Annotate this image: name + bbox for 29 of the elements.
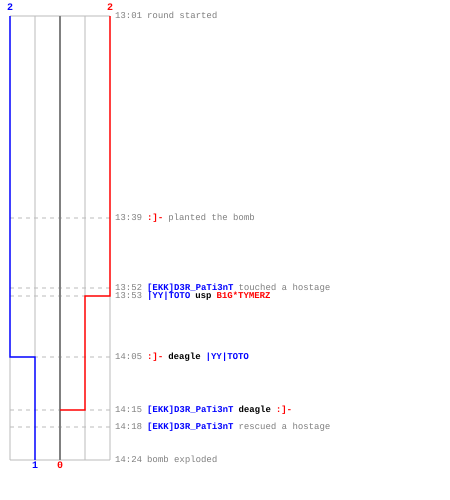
event-text: planted the bomb xyxy=(168,213,255,223)
timestamp: 13:53 xyxy=(115,291,142,301)
weapon-name: usp xyxy=(195,291,212,301)
timestamp: 13:01 xyxy=(115,11,142,21)
player-name: [EKK]D3R_PaTi3nT xyxy=(147,283,234,293)
player-name: [EKK]D3R_PaTi3nT xyxy=(147,422,234,432)
timestamp: 14:18 xyxy=(115,422,142,432)
player-name: :]- xyxy=(276,405,292,415)
player-name: :]- xyxy=(147,352,164,362)
timestamp: 14:24 xyxy=(115,455,142,465)
timestamp: 13:39 xyxy=(115,213,142,223)
event-text: round started xyxy=(147,11,218,21)
player-name: B1G*TYMERZ xyxy=(216,291,270,301)
player-count: 0 xyxy=(57,462,64,472)
weapon-name: deagle xyxy=(168,352,201,362)
weapon-name: deagle xyxy=(238,405,271,415)
event-text: rescued a hostage xyxy=(238,422,330,432)
event-text: bomb exploded xyxy=(147,455,218,465)
player-count: 2 xyxy=(7,4,14,14)
player-name: :]- xyxy=(147,213,164,223)
player-name: |YY|TOTO xyxy=(147,291,190,301)
timestamp: 13:52 xyxy=(115,283,142,293)
timestamp: 14:15 xyxy=(115,405,142,415)
player-count: 2 xyxy=(107,4,114,14)
player-name: |YY|TOTO xyxy=(206,352,249,362)
timestamp: 14:05 xyxy=(115,352,142,362)
player-count: 1 xyxy=(32,462,38,472)
player-name: [EKK]D3R_PaTi3nT xyxy=(147,405,234,415)
event-text: touched a hostage xyxy=(238,283,330,293)
